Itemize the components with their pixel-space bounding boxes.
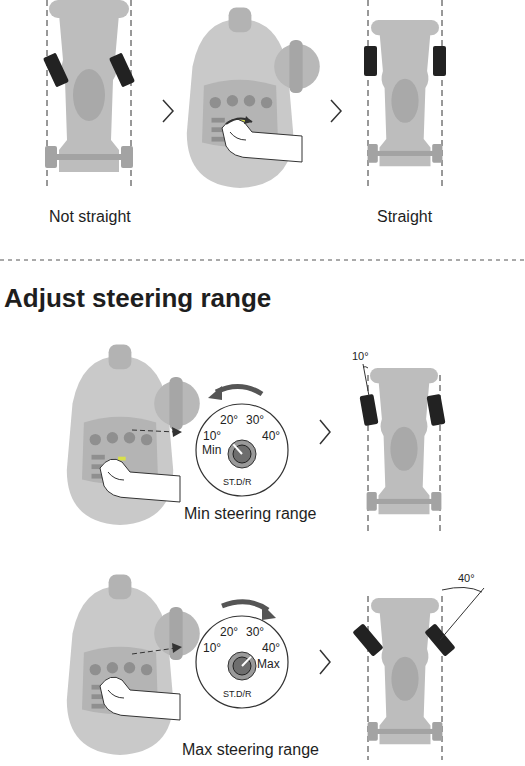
dial-marking: ST.D/R xyxy=(223,478,252,487)
dial-gauge: 10° 20° 30° 40° MaxST.D/R xyxy=(194,614,290,710)
caption-label: Min steering range xyxy=(184,505,317,523)
dial-value: 30° xyxy=(246,414,264,426)
dial-value: 20° xyxy=(220,626,238,638)
caption-label: Max steering range xyxy=(182,741,319,759)
angle-label: 10° xyxy=(352,350,369,363)
dial-marking: ST.D/R xyxy=(223,690,252,699)
dial-value: 10° xyxy=(203,642,221,654)
dial-value: Max xyxy=(257,658,280,670)
dial-value: 30° xyxy=(246,626,264,638)
dial-value: Min xyxy=(202,444,221,456)
caption-label: Straight xyxy=(377,208,432,226)
caption-label: Not straight xyxy=(49,208,131,226)
dial-value: 40° xyxy=(262,430,280,442)
angle-label: 40° xyxy=(458,572,475,585)
section-title: Adjust steering range xyxy=(4,284,271,314)
dial-value: 10° xyxy=(203,430,221,442)
dial-gauge: 10° 20° 30° 40° MinST.D/R xyxy=(194,402,290,498)
dial-value: 40° xyxy=(262,642,280,654)
dial-value: 20° xyxy=(220,414,238,426)
